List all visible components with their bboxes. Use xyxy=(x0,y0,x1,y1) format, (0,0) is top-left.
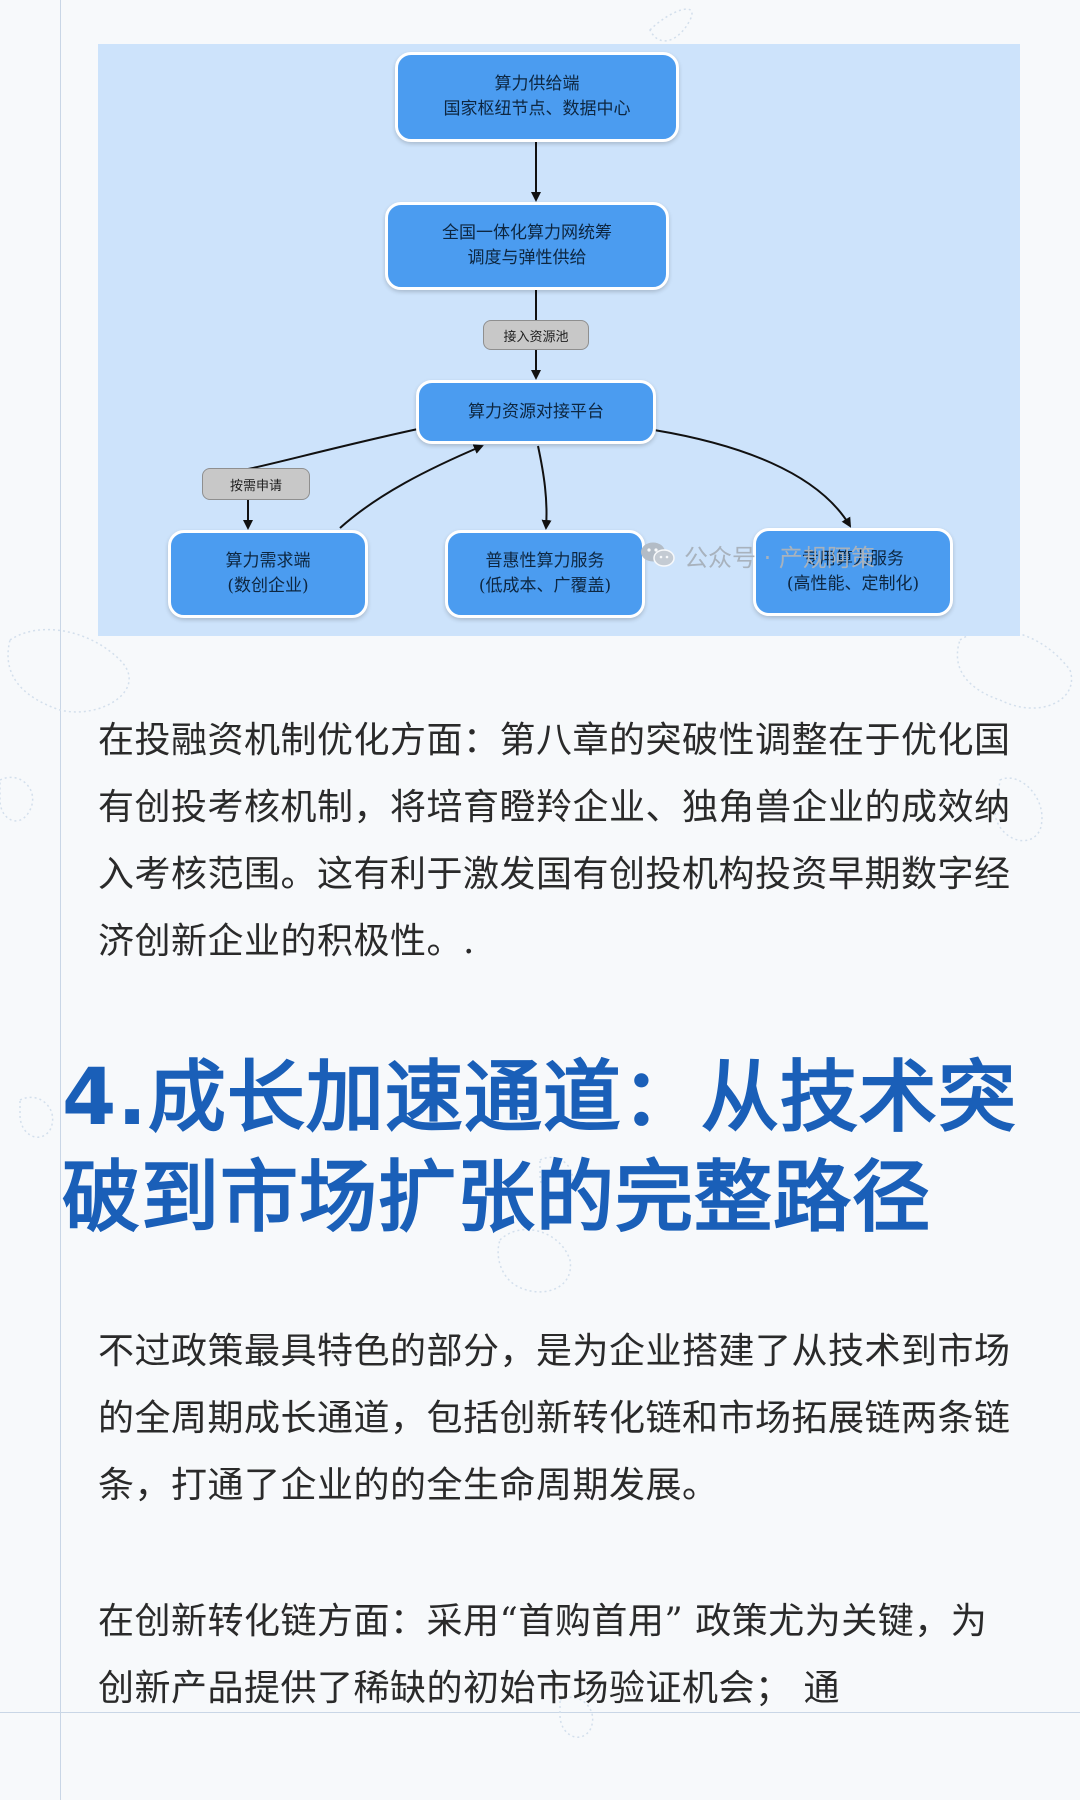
node-network-subtitle: 调度与弹性供给 xyxy=(467,248,587,268)
wechat-icon xyxy=(641,542,675,567)
edge-platform-to-demand xyxy=(247,428,419,470)
node-supply-subtitle: 国家枢纽节点、数据中心 xyxy=(443,99,631,119)
paragraph-growth-channel: 不过政策最具特色的部分，是为企业搭建了从技术到市场的全周期成长通道，包括创新转化… xyxy=(98,1331,1011,1506)
node-network: 全国一体化算力网统筹 调度与弹性供给 xyxy=(385,202,669,290)
node-inclusive-title: 普惠性算力服务 xyxy=(485,551,605,571)
watermark-text: 公众号 · 产规阿策 xyxy=(684,543,875,572)
node-dedicated-subtitle: (高性能、定制化) xyxy=(786,574,920,594)
diagram-connectors xyxy=(243,142,852,530)
node-platform-title: 算力资源对接平台 xyxy=(468,401,604,422)
watermark: 公众号 · 产规阿策 xyxy=(640,538,875,572)
node-dedicated-title: 专用算力服务 xyxy=(802,549,904,569)
node-inclusive: 普惠性算力服务 (低成本、广覆盖) xyxy=(445,530,645,618)
edge-platform-to-dedicated xyxy=(653,429,852,528)
node-supply-title: 算力供给端 xyxy=(494,74,580,94)
computing-power-flow-diagram: 算力供给端 国家枢纽节点、数据中心 全国一体化算力网统筹 调度与弹性供给 接入资… xyxy=(98,44,1020,636)
edge-demand-to-platform xyxy=(339,444,484,529)
edge-label-pool: 接入资源池 xyxy=(483,320,589,350)
node-demand: 算力需求端 (数创企业) xyxy=(168,530,368,618)
node-supply: 算力供给端 国家枢纽节点、数据中心 xyxy=(395,52,679,142)
section-heading: 4.成长加速通道：从技术突破到市场扩张的完整路径 xyxy=(62,1053,1017,1243)
edge-platform-to-inclusive xyxy=(537,445,552,530)
edge-label-on-demand: 按需申请 xyxy=(202,468,310,500)
paragraph-innovation-chain: 在创新转化链方面：采用“首购首用” 政策尤为关键，为创新产品提供了稀缺的初始市场… xyxy=(98,1601,988,1709)
node-demand-subtitle: (数创企业) xyxy=(227,576,309,596)
layout-guide-vertical xyxy=(60,0,61,1800)
node-dedicated: 专用算力服务 (高性能、定制化) xyxy=(753,528,953,616)
node-inclusive-subtitle: (低成本、广覆盖) xyxy=(478,576,612,596)
node-demand-title: 算力需求端 xyxy=(225,551,311,571)
node-network-title: 全国一体化算力网统筹 xyxy=(442,223,612,243)
node-platform: 算力资源对接平台 xyxy=(416,380,656,444)
layout-guide-horizontal xyxy=(0,1712,1080,1713)
paragraph-investment-mechanism: 在投融资机制优化方面：第八章的突破性调整在于优化国有创投考核机制，将培育瞪羚企业… xyxy=(98,720,1011,962)
